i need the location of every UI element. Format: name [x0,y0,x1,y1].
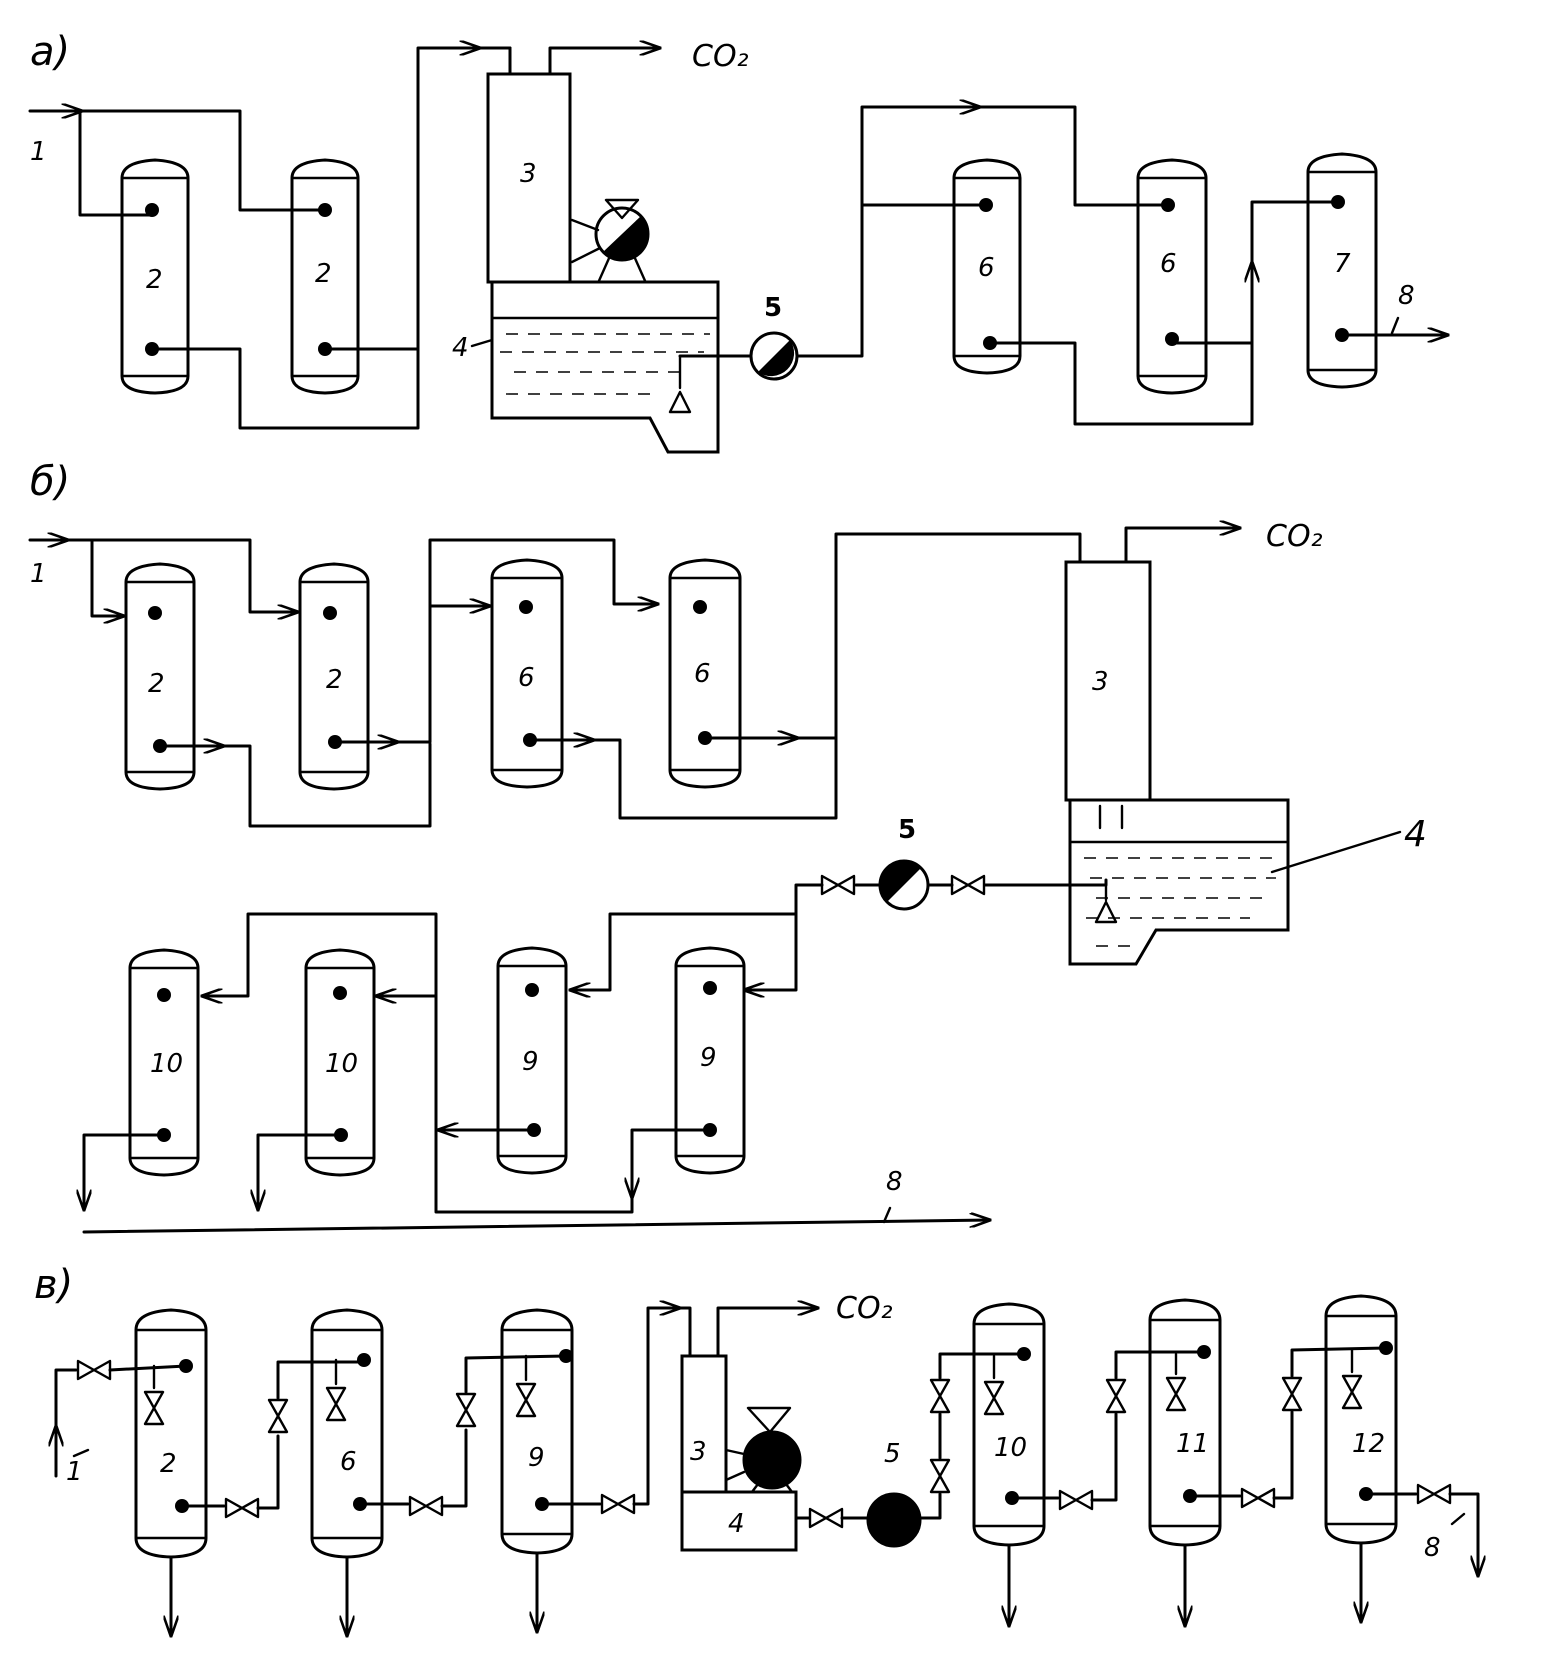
section-a-co2-label: CO₂ [692,39,749,74]
vessel-c-10: 10 [972,1302,1046,1547]
vessel-label: 4 [1404,814,1427,855]
section-a-outlet-label: 8 [1398,281,1415,311]
vessel-c-12: 12 [1324,1294,1398,1545]
vessel-label: 2 [160,1449,177,1479]
vessel-label: 10 [994,1433,1027,1463]
vessel-label: 3 [1092,667,1109,697]
vessel-label: 12 [1352,1429,1385,1459]
vessel-b-2-second: 2 [298,562,370,791]
vessel-label: 6 [978,253,995,283]
vessel-b-9-first: 9 [496,946,568,1175]
vessel-label: 6 [694,659,711,689]
vessel-label: 6 [340,1447,357,1477]
vessel-b-6-second: 6 [668,558,742,789]
vessel-c-2: 2 [134,1308,208,1559]
column-a-3: 3 [486,72,572,284]
vessel-b-6-first: 6 [490,558,564,789]
section-c-co2-label: CO₂ [836,1291,893,1326]
section-c-outlet-label: 8 [1424,1533,1441,1563]
vessel-label: 2 [315,259,332,289]
vessel-label: 10 [325,1049,358,1079]
piping-a [28,48,1450,430]
tank-c-4: 4 [680,1490,798,1552]
vessel-label: 9 [522,1047,539,1077]
section-b-outlet-label: 8 [886,1167,903,1197]
vessel-c-11: 11 [1148,1298,1222,1547]
section-b: б) 1 2 2 6 6 3 [28,459,1427,1234]
section-c-inlet-label: 1 [66,1457,83,1487]
section-b-inlet-label: 1 [30,559,47,589]
vessel-a-2-first: 2 [120,158,190,395]
vessel-label: 9 [700,1043,717,1073]
vessel-label: 5 [884,1439,901,1469]
section-a: а) 1 2 2 3 [28,29,1450,454]
section-a-letter: а) [30,29,70,75]
vessel-b-9-second: 9 [674,946,746,1175]
vessel-label: 2 [148,669,165,699]
vessel-label: 5 [764,293,782,323]
vessel-b-2-first: 2 [124,562,196,791]
section-c: в) 1 2 6 9 3 [34,1262,1478,1638]
vessel-a-6-second: 6 [1136,158,1208,395]
section-c-letter: в) [34,1262,73,1308]
pump-c-5: 5 [866,1439,922,1548]
vessel-label: 10 [150,1049,183,1079]
vessel-b-10-second: 10 [304,948,376,1177]
vessel-a-7: 7 [1306,152,1378,389]
pump-a-5: 5 [749,293,799,381]
vessel-label: 11 [1176,1429,1209,1459]
vessel-a-2-second: 2 [290,158,360,395]
fan-a [570,198,650,285]
section-a-inlet-label: 1 [30,137,47,167]
vessel-label: 6 [1160,249,1177,279]
section-b-co2-label: CO₂ [1266,519,1323,554]
vessel-c-6: 6 [310,1308,384,1559]
piping-b [28,528,1242,1234]
vessel-label: 4 [452,333,469,363]
vessel-label: 3 [520,159,537,189]
vessel-c-9: 9 [500,1308,574,1555]
vessel-label: 2 [326,665,343,695]
vessel-label: 2 [146,265,163,295]
pump-b-5: 5 [878,815,930,911]
section-b-letter: б) [30,459,70,505]
vessel-label: 5 [898,815,916,845]
vessel-label: 6 [518,663,535,693]
vessel-a-6-first: 6 [952,158,1022,375]
vessel-label: 9 [528,1443,545,1473]
tank-b-4: 4 [1068,798,1427,966]
vessel-label: 3 [690,1437,707,1467]
tank-a-4: 4 [452,280,720,454]
column-b-3: 3 [1064,560,1152,802]
vessel-b-10-first: 10 [128,948,200,1177]
piping-c [56,1308,1478,1638]
fan-c [724,1406,802,1494]
column-c-3: 3 [680,1354,728,1494]
vessel-label: 4 [728,1509,745,1539]
vessel-label: 7 [1334,249,1351,279]
